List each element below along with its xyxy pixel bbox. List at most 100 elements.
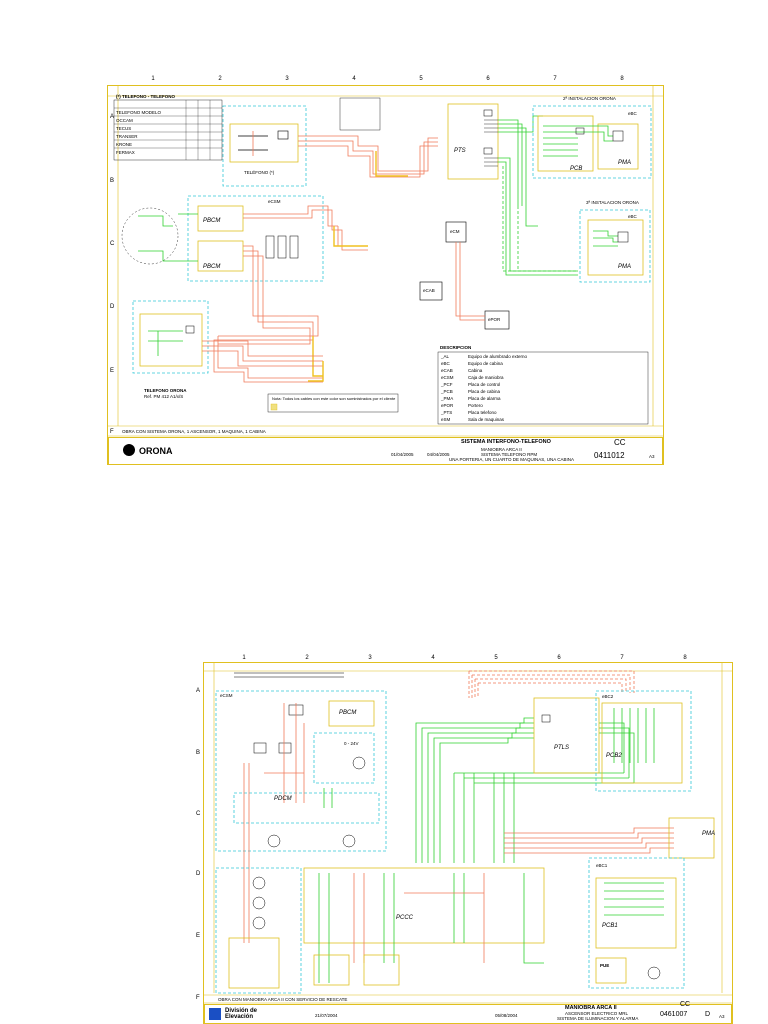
phone-table-title: (*) TELEFONO - TELEFONO bbox=[116, 94, 175, 99]
title-date-2: 04/04/2005 bbox=[427, 452, 450, 457]
sheet2-title-drawing-number: 0461007 bbox=[660, 1011, 688, 1018]
sheet2-title-rev: D bbox=[705, 1011, 711, 1018]
sheet2-title-date-2: 05/08/2004 bbox=[495, 1013, 518, 1018]
legend-item: eCSM bbox=[441, 375, 454, 380]
elevacion-logo-text: División de Elevación bbox=[225, 1008, 258, 1020]
telefono-orona-label: TELEFONO ORONA bbox=[144, 388, 187, 393]
ecm-label: eCM bbox=[450, 229, 460, 234]
sheet2-title-sub2: SISTEMA DE ILUMINACION Y ALARMA bbox=[557, 1016, 639, 1021]
sheet2-row-a: A bbox=[196, 688, 201, 694]
legend-item-desc: Caja de maniobra bbox=[468, 375, 504, 380]
legend-item-desc: Placa de cabina bbox=[468, 389, 501, 394]
title-main: SISTEMA INTERFONO-TELEFONO bbox=[461, 439, 551, 445]
sheet2-title-date-1: 21/07/2004 bbox=[315, 1013, 338, 1018]
sheet-1-wiring bbox=[108, 86, 663, 437]
pma2-label: PMA bbox=[618, 264, 632, 270]
sheet1-col-5: 5 bbox=[419, 76, 423, 82]
legend-item: _PCF bbox=[441, 382, 453, 387]
note-text: Nota: Todos los cables con este color so… bbox=[272, 396, 396, 401]
title-date-1: 01/04/2005 bbox=[391, 452, 414, 457]
title-drawing-number: 0411012 bbox=[594, 451, 625, 460]
pbcm2-label: PBCM bbox=[203, 264, 221, 270]
sheet2-pbcm-label: PBCM bbox=[339, 710, 357, 716]
phone-table-row: TECUS bbox=[116, 126, 132, 131]
sheet2-pcb1-label: PCB1 bbox=[602, 923, 618, 929]
sheet2-ebc2-label: eBC2 bbox=[602, 694, 614, 699]
legend-item: _PCB bbox=[441, 389, 453, 394]
sheet2-footer-note: OBRA CON MANIOBRA ARCA II CON SERVICIO D… bbox=[218, 997, 348, 1002]
sheet2-col-4: 4 bbox=[431, 655, 435, 661]
sheet2-row-c: C bbox=[196, 811, 201, 817]
sheet2-ecsm-label: eCSM bbox=[220, 693, 233, 698]
phone-table-row: FERMAX bbox=[116, 150, 135, 155]
epor-label: ePOR bbox=[488, 317, 501, 322]
legend-item-desc: Equipo de alumbrado externo bbox=[468, 354, 528, 359]
sheet1-col-1: 1 bbox=[151, 76, 155, 82]
sheet2-title-code: CC bbox=[680, 1001, 691, 1008]
sheet2-ebc1-label: eBC1 bbox=[596, 863, 608, 868]
sheet1-title-block: ORONA 01/04/2005 04/04/2005 SISTEMA INTE… bbox=[108, 437, 663, 465]
legend-title: DESCRIPCION bbox=[440, 345, 472, 350]
elevacion-logo-icon bbox=[209, 1008, 221, 1020]
pts-label: PTS bbox=[454, 148, 466, 154]
sheet1-row-e: E bbox=[110, 368, 115, 374]
sheet2-col-1: 1 bbox=[242, 655, 246, 661]
pma-label: PMA bbox=[618, 160, 632, 166]
sheet2-row-d: D bbox=[196, 871, 201, 877]
telefono-orona-ref: Ref. PM 412 A1/x/S bbox=[144, 394, 184, 399]
sheet2-col-2: 2 bbox=[305, 655, 309, 661]
sheet1-col-8: 8 bbox=[620, 76, 624, 82]
sheet1-col-3: 3 bbox=[285, 76, 289, 82]
sheet2-pma-label: PMA bbox=[702, 831, 716, 837]
title-format: A3 bbox=[649, 454, 655, 459]
legend-item-desc: Sala de maquinas bbox=[468, 417, 505, 422]
sheet1-row-f: F bbox=[110, 429, 114, 435]
sheet1-row-a: A bbox=[110, 114, 115, 120]
sheet1-col-6: 6 bbox=[486, 76, 490, 82]
orona-logo-icon bbox=[123, 444, 135, 456]
sheet2-row-b: B bbox=[196, 750, 201, 756]
legend-item: eBC bbox=[441, 361, 450, 366]
pbcm-label: PBCM bbox=[203, 218, 221, 224]
sheet2-pdcm-label: PDCM bbox=[274, 796, 292, 802]
drawing-sheet-1: 1 2 3 4 5 6 7 8 A B C D E F (*) TELEFONO… bbox=[107, 76, 664, 465]
sheet-2-wiring bbox=[204, 663, 732, 1004]
sheet1-row-d: D bbox=[110, 304, 115, 310]
segundo-mando-label: 2ª INSTALACION ORONA bbox=[563, 96, 616, 101]
ecab-label: eCAB bbox=[423, 288, 435, 293]
drawing-sheet-2: 1 2 3 4 5 6 7 8 A B C D E F eCSM PBCM PD… bbox=[196, 655, 733, 1024]
sheet2-title-format: A3 bbox=[719, 1014, 725, 1019]
ebc-bottom-label: eBC bbox=[628, 214, 637, 219]
sheet2-col-3: 3 bbox=[368, 655, 372, 661]
title-sub3: UNA PORTERIA, UN CUARTO DE MAQUINAS, UNA… bbox=[449, 457, 575, 462]
sheet2-title-main: MANIOBRA ARCA II bbox=[565, 1005, 617, 1011]
pcb-label: PCB bbox=[570, 166, 583, 172]
sheet2-col-8: 8 bbox=[683, 655, 687, 661]
sheet2-pcb2-label: PCB2 bbox=[606, 753, 622, 759]
sheet2-pue-label: PUE bbox=[600, 963, 610, 968]
legend-item-desc: Placa de alarma bbox=[468, 396, 501, 401]
ecsm-label: eCSM bbox=[268, 199, 281, 204]
phone-table-row: TRANSER bbox=[116, 134, 138, 139]
sheet1-col-7: 7 bbox=[553, 76, 557, 82]
ebc-top-label: eBC bbox=[628, 111, 637, 116]
legend-item: _PTS bbox=[441, 410, 453, 415]
legend-item-desc: Portero bbox=[468, 403, 483, 408]
title-code: CC bbox=[614, 438, 626, 447]
title-sub: MANIOBRA ARCA II bbox=[481, 447, 522, 452]
legend-item-desc: Placa de control bbox=[468, 382, 501, 387]
tercero-mando-label: 3ª INSTALACION ORONA bbox=[586, 200, 639, 205]
phone-table-row: KRONE bbox=[116, 142, 133, 147]
legend-item: ePOR bbox=[441, 403, 454, 408]
sheet2-pts-label: PTLS bbox=[554, 745, 570, 751]
sheet1-row-c: C bbox=[110, 241, 115, 247]
legend-item: _AL bbox=[441, 354, 450, 359]
legend-item-desc: Cabina bbox=[468, 368, 483, 373]
sheet1-col-2: 2 bbox=[218, 76, 222, 82]
sheet2-col-6: 6 bbox=[557, 655, 561, 661]
legend-item: eSM bbox=[441, 417, 451, 422]
sheet2-title-sub: ASCENSOR ELECTRICO MRL bbox=[565, 1011, 629, 1016]
legend-item-desc: Equipo de cabina bbox=[468, 361, 503, 366]
phone-table-row: OCCAM bbox=[116, 118, 133, 123]
sheet1-row-b: B bbox=[110, 178, 115, 184]
